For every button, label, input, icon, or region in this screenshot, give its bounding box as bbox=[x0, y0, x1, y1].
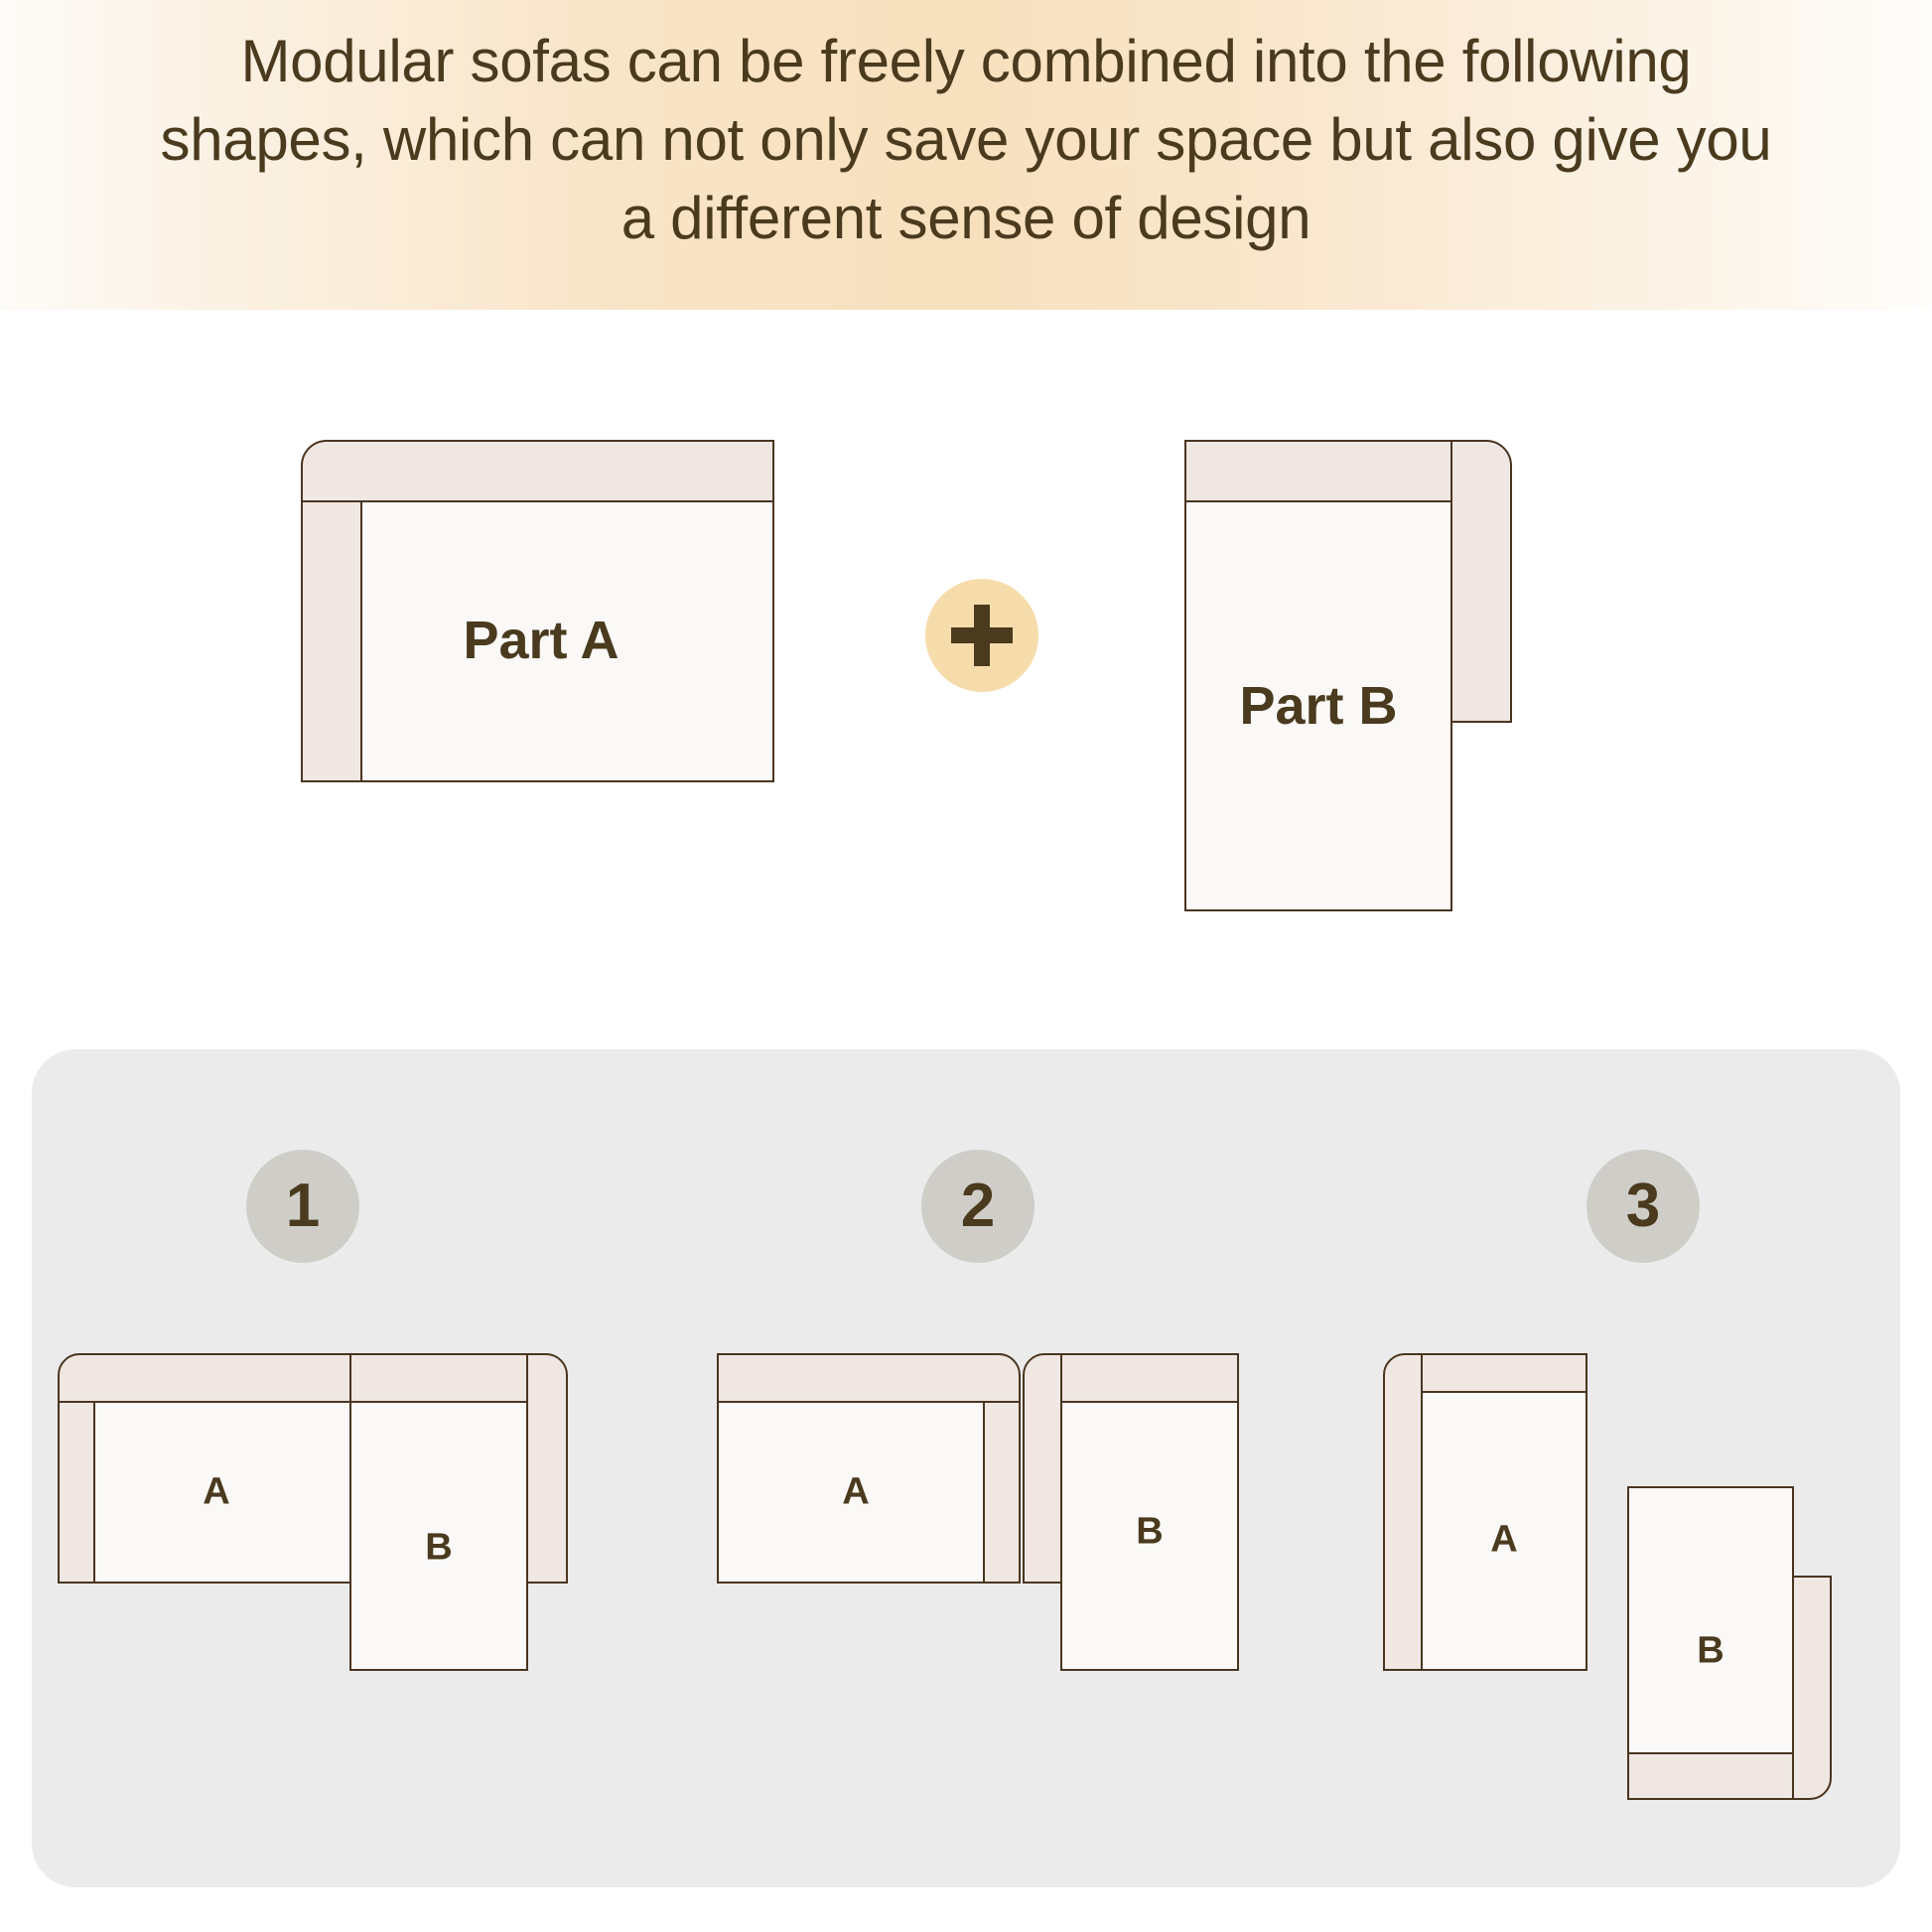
combo-1-part-b-seat bbox=[349, 1401, 528, 1671]
combo-2-part-b-label: B bbox=[1136, 1510, 1164, 1553]
combo-2-part-b-armrest-left bbox=[1023, 1353, 1062, 1584]
part-b-armrest-right bbox=[1450, 440, 1512, 723]
combo-3-part-b-backrest bbox=[1627, 1752, 1794, 1800]
combo-2-part-a-backrest bbox=[717, 1353, 1021, 1403]
combo-1-part-b-label: B bbox=[425, 1526, 453, 1569]
part-a-backrest bbox=[301, 440, 774, 502]
combo-3-diagram: A B bbox=[1383, 1353, 1899, 1810]
combo-3-part-a-label: A bbox=[1490, 1518, 1518, 1561]
plus-icon bbox=[925, 579, 1038, 692]
combo-2-part-b-seat bbox=[1060, 1401, 1239, 1671]
combo-1-part-a-armrest-left bbox=[58, 1401, 95, 1584]
combo-1-part-a-backrest bbox=[58, 1353, 351, 1403]
combo-2-part-a-label: A bbox=[842, 1470, 870, 1513]
part-b-diagram: Part B bbox=[1184, 440, 1512, 911]
part-a-seat bbox=[360, 500, 774, 782]
combo-2-part-a-seat bbox=[717, 1401, 985, 1584]
page-title: Modular sofas can be freely combined int… bbox=[160, 28, 1772, 252]
part-a-diagram: Part A bbox=[301, 440, 774, 782]
part-b-seat bbox=[1184, 500, 1452, 911]
combo-3-part-a-armrest-left bbox=[1383, 1353, 1423, 1671]
header-banner: Modular sofas can be freely combined int… bbox=[0, 0, 1932, 310]
combo-badge-2: 2 bbox=[921, 1150, 1035, 1263]
part-a-armrest-left bbox=[301, 500, 362, 782]
combo-badge-3: 3 bbox=[1587, 1150, 1700, 1263]
combo-1-part-b-armrest-right bbox=[526, 1353, 568, 1584]
combo-3-part-b-seat bbox=[1627, 1486, 1794, 1754]
combo-badge-1: 1 bbox=[246, 1150, 359, 1263]
part-b-backrest bbox=[1184, 440, 1452, 502]
combo-3-part-b-label: B bbox=[1697, 1629, 1725, 1672]
combo-1-part-a-label: A bbox=[203, 1470, 230, 1513]
combo-3-part-a-backrest bbox=[1421, 1353, 1587, 1393]
combo-3-part-a-seat bbox=[1421, 1391, 1587, 1671]
plus-bar-vertical bbox=[974, 605, 990, 666]
part-a-label: Part A bbox=[463, 611, 620, 670]
combo-2-part-b-backrest bbox=[1060, 1353, 1239, 1403]
part-b-label: Part B bbox=[1239, 676, 1398, 736]
combo-3-part-b-armrest-right bbox=[1792, 1576, 1832, 1800]
combo-2-diagram: A B bbox=[717, 1353, 1258, 1671]
combo-1-diagram: A B bbox=[58, 1353, 574, 1671]
combo-1-part-b-backrest bbox=[349, 1353, 528, 1403]
combo-2-part-a-armrest-right bbox=[983, 1401, 1021, 1584]
